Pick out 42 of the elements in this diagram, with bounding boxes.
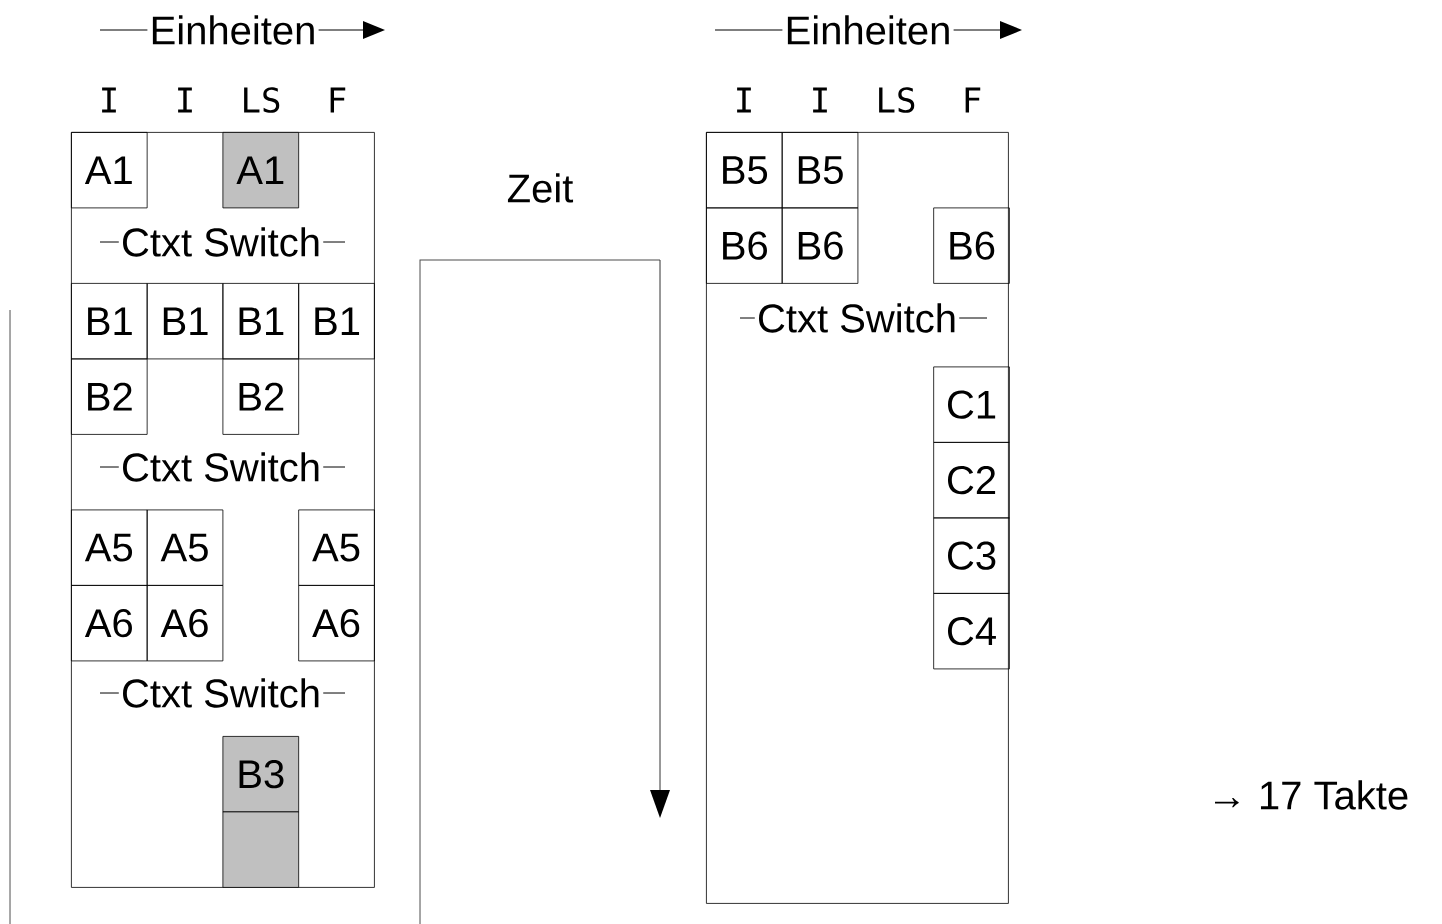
cell-box: B2 — [222, 358, 300, 435]
row-label: Ctxt Switch — [99, 678, 346, 708]
text-label: Zeit — [507, 173, 574, 203]
column-header: I — [737, 87, 751, 113]
axis-heading: Einheiten — [714, 15, 1022, 45]
cell-box: B1 — [71, 283, 148, 360]
panel-frame — [71, 132, 375, 888]
column-header: LS — [244, 87, 280, 113]
panel-frame — [706, 132, 1009, 904]
cell-box: B1 — [146, 283, 224, 360]
axis-heading: Einheiten — [99, 15, 385, 45]
cell-box: B6 — [781, 207, 859, 284]
cell-box: C2 — [933, 442, 1010, 519]
cell-box: B2 — [71, 358, 148, 435]
cell-box: B1 — [222, 283, 300, 360]
column-header: F — [965, 87, 981, 113]
cell-box: A6 — [298, 585, 375, 662]
cell-box: C4 — [933, 593, 1010, 670]
cell-box: C3 — [933, 517, 1010, 594]
column-header: LS — [879, 87, 915, 113]
cell-box: A5 — [298, 509, 375, 586]
cell-box: B5 — [706, 132, 783, 209]
cell-box: A1 — [71, 132, 148, 209]
column-header: I — [178, 87, 192, 113]
row-label: Ctxt Switch — [739, 303, 988, 333]
cell-box: A5 — [71, 509, 148, 586]
cell-box: B1 — [298, 283, 375, 360]
cell-box: C1 — [933, 366, 1010, 443]
row-label: Ctxt Switch — [99, 227, 346, 257]
cell-box: B3 — [222, 736, 300, 813]
column-header: I — [813, 87, 827, 113]
cell-box: A6 — [146, 585, 224, 662]
cell-box: A1 — [222, 132, 300, 209]
cell-box: B6 — [706, 207, 783, 284]
cell-box: B6 — [933, 207, 1010, 284]
column-header: F — [330, 87, 346, 113]
row-label: Ctxt Switch — [99, 452, 346, 482]
cell-box — [222, 811, 300, 888]
cell-box: B5 — [781, 132, 859, 209]
text-label: → 17 Takte — [1215, 780, 1408, 810]
cell-box: A6 — [71, 585, 148, 662]
cell-box: A5 — [146, 509, 224, 586]
